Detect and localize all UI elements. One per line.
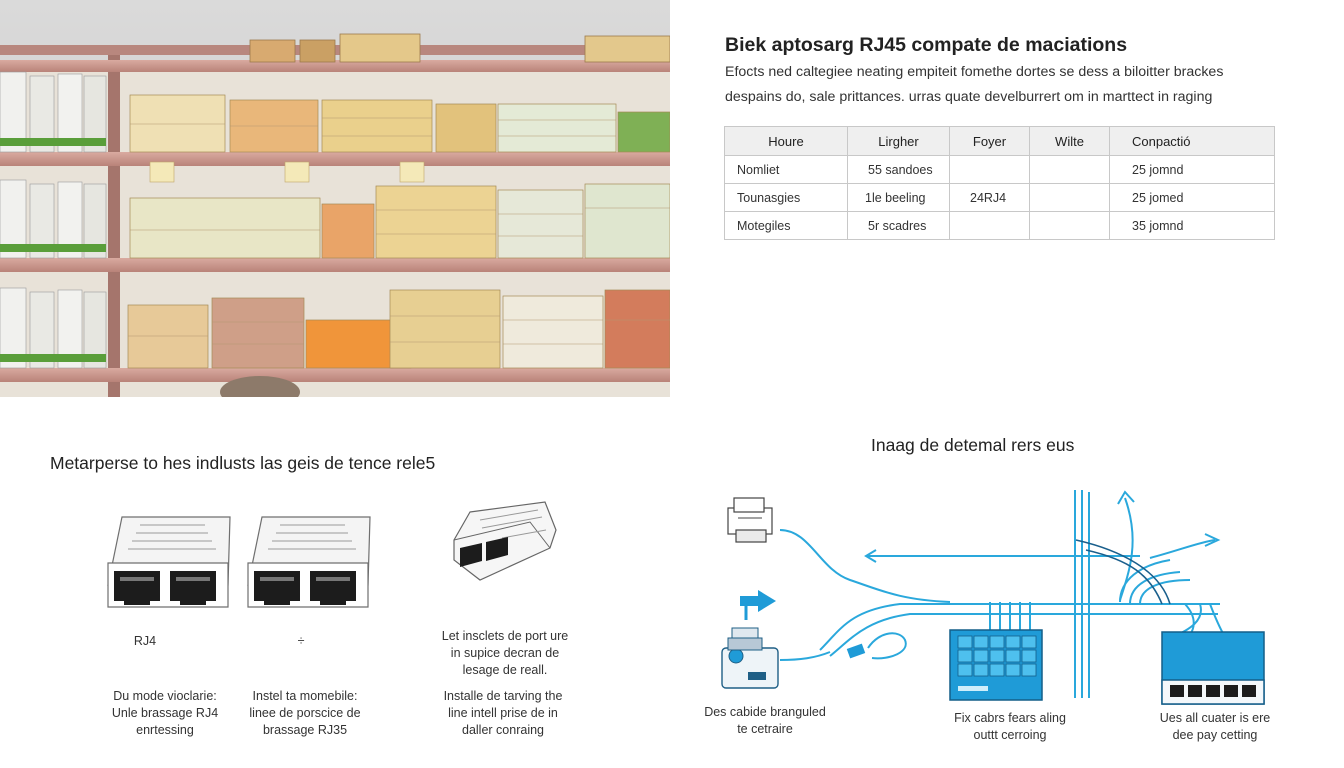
patch-panel-switch-icon xyxy=(949,629,1043,701)
item-3-caption: Installe de tarving the line intell pris… xyxy=(443,689,563,737)
router-device-icon xyxy=(721,627,779,689)
subtitle-line-2: despains do, sale prittances. urras quat… xyxy=(725,89,1213,105)
table-cell xyxy=(1029,183,1110,212)
page-title: Biek aptosarg RJ45 compate de maciations xyxy=(725,34,1128,56)
forward-arrow-icon xyxy=(740,590,776,620)
table-header-row: Houre Lirgher Foyer Wilte Conpactió xyxy=(724,126,1275,156)
ethernet-switch-icon xyxy=(1161,631,1265,705)
store-shelf-photo xyxy=(0,0,670,397)
table-cell xyxy=(949,211,1030,240)
table-cell: Nomliet xyxy=(724,155,848,184)
table-header-cell: Wilte xyxy=(1029,126,1110,156)
subtitle-line-1: Efocts ned caltegiee neating empiteit fo… xyxy=(725,64,1224,80)
right-section-title: Inaag de detemal rers eus xyxy=(871,435,1075,455)
diagram-caption-right: Ues all cuater is ere dee pay cetting xyxy=(1159,711,1271,742)
table-header-cell: Lirgher xyxy=(847,126,950,156)
item-2-caption: Instel ta momebile: linee de porscice de… xyxy=(249,689,361,737)
table-cell: 25 jomed xyxy=(1109,183,1275,212)
table-row: Motegiles 5r scadres 35 jomnd xyxy=(724,211,1275,240)
table-cell xyxy=(1029,155,1110,184)
table-cell xyxy=(949,155,1030,184)
item-1-caption: Du mode vioclarie: Unle brassage RJ4 enr… xyxy=(111,689,219,737)
comparison-table: Houre Lirgher Foyer Wilte Conpactió Noml… xyxy=(724,126,1275,240)
item-1-label: RJ4 xyxy=(133,634,157,648)
item-3-label: Let insclets de port ure in supice decra… xyxy=(441,629,569,677)
table-cell xyxy=(1029,211,1110,240)
rj45-keystone-module-icon xyxy=(453,501,557,581)
table-cell: Tounasgies xyxy=(724,183,848,212)
diagram-caption-middle: Fix cabrs fears aling outtt cerroing xyxy=(954,711,1066,742)
table-header-cell: Conpactió xyxy=(1109,126,1275,156)
table-cell: 24RJ4 xyxy=(949,183,1030,212)
table-cell: Motegiles xyxy=(724,211,848,240)
table-row: Nomliet 55 sandoes 25 jomnd xyxy=(724,155,1275,184)
rj45-dual-coupler-icon xyxy=(107,516,231,608)
cable-connector-icon xyxy=(846,643,866,659)
table-row: Tounasgies 1le beeling 24RJ4 25 jomed xyxy=(724,183,1275,212)
table-cell: 25 jomnd xyxy=(1109,155,1275,184)
table-header-cell: Foyer xyxy=(949,126,1030,156)
diagram-caption-left: Des cabide branguled te cetraire xyxy=(704,705,826,736)
table-cell: 5r scadres xyxy=(847,211,950,240)
table-cell: 35 jomnd xyxy=(1109,211,1275,240)
table-header-cell: Houre xyxy=(724,126,848,156)
table-cell: 55 sandoes xyxy=(847,155,950,184)
left-section-title: Metarperse to hes indlusts las geis de t… xyxy=(50,453,436,473)
table-cell: 1le beeling xyxy=(847,183,950,212)
printer-icon xyxy=(727,497,773,543)
item-2-label: ÷ xyxy=(297,634,305,648)
network-cabling-diagram xyxy=(721,490,1265,705)
rj45-dual-coupler-icon xyxy=(247,516,371,608)
